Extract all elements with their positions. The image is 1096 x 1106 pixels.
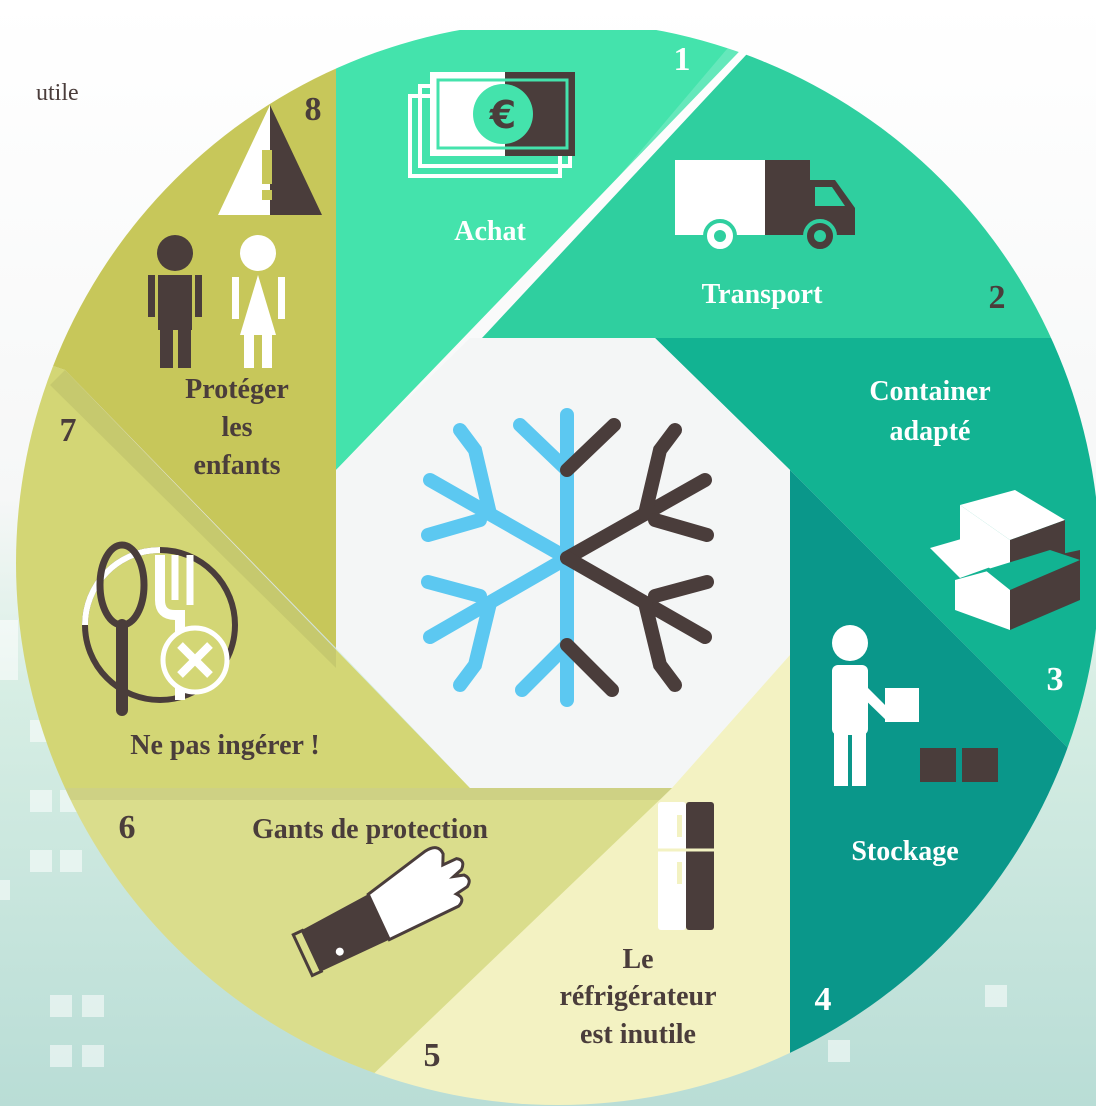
label-gants: Gants de protection: [252, 814, 488, 845]
label-fridge-line1: Le: [622, 944, 653, 975]
number-8: 8: [305, 91, 322, 128]
girl-figure: [232, 235, 285, 368]
snowflake-icon: [421, 408, 714, 707]
segment-3: [655, 338, 1096, 780]
label-container-line2: adapté: [890, 416, 971, 447]
svg-text:€: €: [489, 93, 516, 137]
person-carrying-box-icon: [832, 625, 998, 786]
segment-numbers: 1 2 3 4 5 6 7 8: [60, 41, 1064, 1074]
number-5: 5: [424, 1037, 441, 1074]
number-1: 1: [674, 41, 691, 78]
number-6: 6: [119, 809, 136, 846]
number-3: 3: [1047, 661, 1064, 698]
label-fridge-line3: est inutile: [580, 1019, 696, 1050]
label-achat: Achat: [454, 216, 526, 247]
label-ingerer: Ne pas ingérer !: [130, 730, 320, 761]
no-eating-icon: [82, 541, 238, 716]
money-icon: €: [408, 72, 575, 178]
label-proteger-line2: les: [221, 412, 252, 443]
segment-labels: Achat Transport Container adapté Stockag…: [130, 216, 990, 1050]
warning-children-icon: [148, 105, 322, 368]
corner-text: utile: [36, 80, 79, 106]
number-2: 2: [989, 279, 1006, 316]
boxes-icon: [930, 490, 1080, 630]
fridge-icon: [658, 802, 714, 930]
glove-icon: [291, 846, 471, 978]
boy-figure: [148, 235, 202, 368]
number-7: 7: [60, 412, 77, 449]
label-fridge-line2: réfrigérateur: [560, 981, 717, 1012]
number-4: 4: [815, 981, 832, 1018]
label-proteger-line3: enfants: [193, 450, 280, 481]
label-proteger-line1: Protéger: [185, 374, 289, 405]
truck-icon: [675, 160, 855, 253]
label-transport: Transport: [702, 279, 823, 310]
label-stockage: Stockage: [851, 836, 958, 867]
label-container-line1: Container: [869, 376, 990, 407]
